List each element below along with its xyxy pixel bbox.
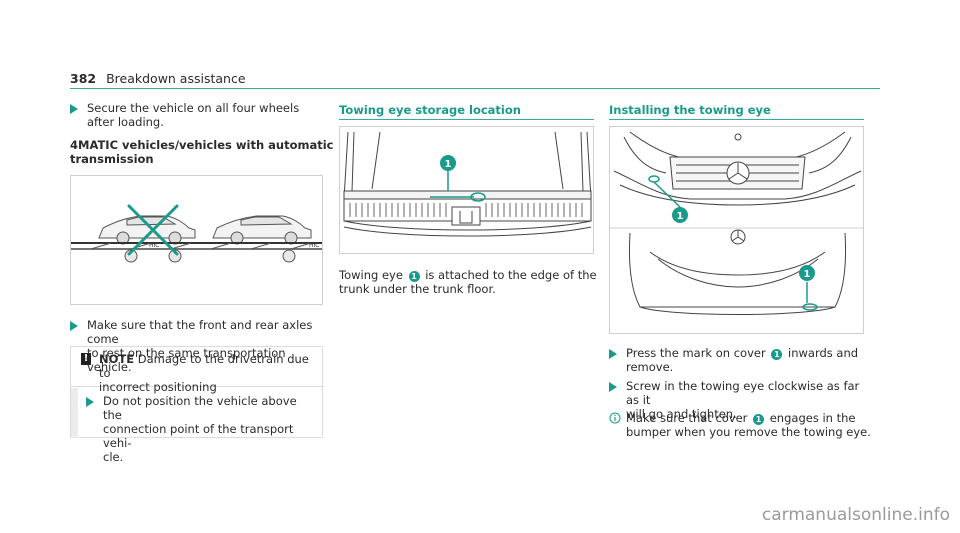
watermark: carmanualsonline.info xyxy=(761,505,950,525)
subheading-4matic: 4MATIC vehicles/vehicles with automatic … xyxy=(70,138,334,166)
info-icon xyxy=(609,412,621,424)
note-label: NOTE xyxy=(99,352,135,366)
page-number: 382 xyxy=(70,71,97,86)
section-title-installing: Installing the towing eye xyxy=(609,103,771,117)
note-header: ! NOTE Damage to the drivetrain due to i… xyxy=(71,347,324,394)
callout-1-circle xyxy=(440,155,456,171)
callout-front-circle xyxy=(672,207,688,223)
step-press-cover: Press the mark on cover 1 inwards and re… xyxy=(609,346,874,374)
warning-icon: ! xyxy=(81,353,91,365)
page-header: 382 Breakdown assistance xyxy=(70,71,246,86)
step-arrow-icon xyxy=(86,397,94,407)
figure-trunk-storage: 1 xyxy=(339,126,594,254)
svg-text:1: 1 xyxy=(804,269,811,280)
step-screw-in: Screw in the towing eye clockwise as far… xyxy=(609,379,874,421)
svg-text:1: 1 xyxy=(677,211,684,222)
note-body: Do not position the vehicle above the co… xyxy=(71,388,324,464)
header-rule xyxy=(70,88,880,89)
step-arrow-icon xyxy=(70,104,78,114)
callout-badge: 1 xyxy=(771,349,783,360)
info-cover-engages: Make sure that cover 1 engages in the bu… xyxy=(609,411,874,439)
step-arrow-icon xyxy=(609,349,617,359)
front-rear-bumper-illustration: 1 1 xyxy=(610,131,863,315)
svg-text:HIC: HIC xyxy=(149,242,159,249)
callout-1-label: 1 xyxy=(445,159,452,170)
section-title-storage: Towing eye storage location xyxy=(339,103,521,117)
step-axles: Make sure that the front and rear axles … xyxy=(70,318,330,374)
step-arrow-icon xyxy=(70,321,78,331)
trunk-illustration: 1 xyxy=(343,131,592,237)
svg-text:HIC: HIC xyxy=(309,242,319,249)
figure-car-transporter: HIC HIC xyxy=(70,175,323,305)
note-box: ! NOTE Damage to the drivetrain due to i… xyxy=(70,346,324,464)
figure-installing: 1 1 xyxy=(609,126,864,334)
storage-description: Towing eye 1 is attached to the edge of … xyxy=(339,268,597,296)
step-arrow-icon xyxy=(609,382,617,392)
page-header-title: Breakdown assistance xyxy=(106,71,246,86)
callout-badge: 1 xyxy=(753,414,765,425)
car-transporter-illustration: HIC HIC xyxy=(71,204,322,263)
section-rule xyxy=(339,119,594,120)
section-rule xyxy=(609,119,864,120)
step-secure-vehicle: Secure the vehicle on all four wheels af… xyxy=(70,101,320,129)
callout-rear-circle xyxy=(799,265,815,281)
note-step: Do not position the vehicle above the co… xyxy=(86,394,316,464)
callout-badge: 1 xyxy=(408,271,420,282)
